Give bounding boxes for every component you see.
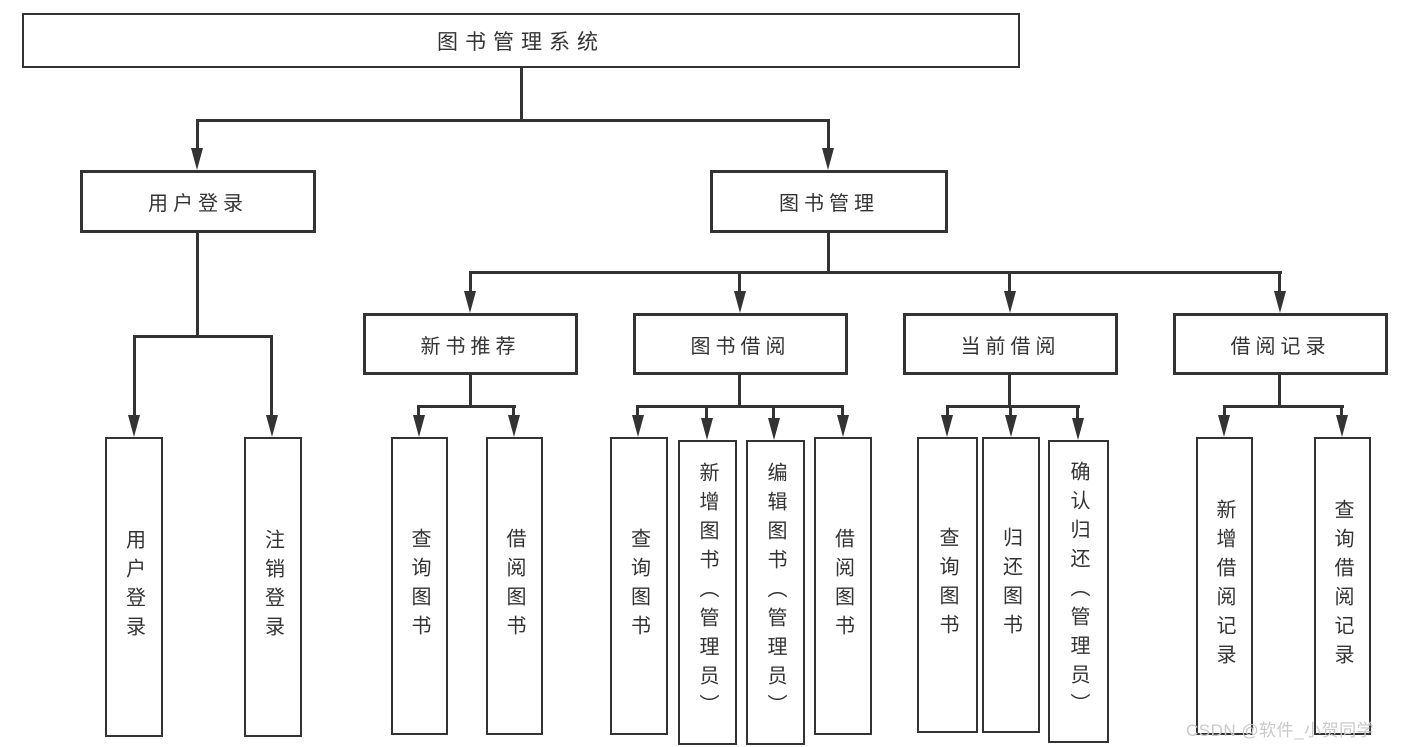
connector-line <box>469 271 1282 274</box>
connector-line <box>772 405 775 418</box>
node-leaf-cb-query-books: 查询图书 <box>917 437 978 733</box>
connector-line <box>469 375 472 407</box>
connector-line <box>196 119 830 122</box>
arrowhead-down-icon <box>1072 418 1084 440</box>
connector-line <box>133 335 273 338</box>
connector-line <box>946 405 949 418</box>
node-leaf-br-query-record: 查询借阅记录 <box>1314 437 1371 735</box>
connector-line <box>133 335 136 418</box>
connector-line <box>946 405 1080 408</box>
node-leaf-user-login-label: 用户登录 <box>122 529 145 645</box>
arrowhead-down-icon <box>1218 415 1230 437</box>
node-leaf-logout: 注销登录 <box>244 437 302 737</box>
arrowhead-down-icon <box>464 291 476 313</box>
connector-line <box>417 405 420 418</box>
node-new-book-recommend-label: 新书推荐 <box>420 335 521 358</box>
watermark-text: CSDN @软件_小贺同学 <box>1186 721 1375 740</box>
connector-line <box>196 119 199 151</box>
node-leaf-rec-borrow-books: 借阅图书 <box>486 437 543 735</box>
node-new-book-recommend: 新书推荐 <box>363 313 578 375</box>
node-book-management: 图书管理 <box>710 170 948 233</box>
arrowhead-down-icon <box>701 418 713 440</box>
connector-line <box>512 405 515 418</box>
node-leaf-bb-borrow-books-label: 借阅图书 <box>831 528 854 644</box>
node-borrow-records: 借阅记录 <box>1173 313 1388 375</box>
connector-line <box>1223 405 1226 418</box>
connector-line <box>1223 405 1344 408</box>
node-user-login: 用户登录 <box>80 170 316 233</box>
node-leaf-cb-query-books-label: 查询图书 <box>936 527 958 643</box>
connector-line <box>705 405 708 418</box>
node-leaf-cb-confirm-return: 确认归还（管理员） <box>1048 440 1109 743</box>
connector-line <box>841 405 844 418</box>
node-leaf-br-add-record: 新增借阅记录 <box>1196 437 1253 735</box>
node-current-borrow-label: 当前借阅 <box>960 335 1061 358</box>
arrowhead-down-icon <box>1005 415 1017 437</box>
node-leaf-br-query-record-label: 查询借阅记录 <box>1331 499 1353 673</box>
node-user-login-label: 用户登录 <box>148 193 248 215</box>
connector-line <box>1009 405 1012 418</box>
node-book-borrow: 图书借阅 <box>633 313 848 375</box>
arrowhead-down-icon <box>1336 415 1348 437</box>
arrowhead-down-icon <box>413 415 425 437</box>
node-leaf-bb-add-books-label: 新增图书（管理员） <box>696 462 718 723</box>
node-leaf-bb-edit-books-label: 编辑图书（管理员） <box>764 462 786 723</box>
connector-line <box>738 375 741 407</box>
connector-line <box>1278 271 1281 294</box>
node-leaf-cb-return-books-label: 归还图书 <box>999 527 1022 643</box>
arrowhead-down-icon <box>266 415 278 437</box>
node-root: 图书管理系统 <box>22 13 1020 68</box>
arrowhead-down-icon <box>1004 291 1016 313</box>
connector-line <box>1008 271 1011 294</box>
node-current-borrow: 当前借阅 <box>903 313 1118 375</box>
connector-line <box>417 405 516 408</box>
node-leaf-rec-borrow-books-label: 借阅图书 <box>503 528 525 644</box>
connector-line <box>270 335 273 418</box>
connector-line <box>1278 375 1281 407</box>
arrowhead-down-icon <box>768 418 780 440</box>
connector-line <box>469 271 472 294</box>
arrowhead-down-icon <box>734 291 746 313</box>
node-leaf-bb-borrow-books: 借阅图书 <box>814 437 872 735</box>
connector-line <box>827 119 830 151</box>
connector-line <box>1008 375 1011 407</box>
connector-line <box>1340 405 1343 418</box>
node-leaf-logout-label: 注销登录 <box>261 529 284 645</box>
node-leaf-rec-query-books-label: 查询图书 <box>408 528 430 644</box>
node-leaf-bb-add-books: 新增图书（管理员） <box>678 440 737 745</box>
arrowhead-down-icon <box>191 148 203 170</box>
connector-line <box>636 405 844 408</box>
connector-line <box>827 233 830 274</box>
arrowhead-down-icon <box>1274 291 1286 313</box>
node-leaf-cb-return-books: 归还图书 <box>982 437 1040 733</box>
node-root-label: 图书管理系统 <box>437 30 605 54</box>
arrowhead-down-icon <box>508 415 520 437</box>
node-leaf-bb-query-books-label: 查询图书 <box>627 528 650 644</box>
node-book-management-label: 图书管理 <box>779 193 879 215</box>
arrowhead-down-icon <box>941 415 953 437</box>
node-borrow-records-label: 借阅记录 <box>1230 335 1331 358</box>
node-leaf-bb-query-books: 查询图书 <box>610 437 668 735</box>
connector-line <box>636 405 639 418</box>
node-leaf-user-login: 用户登录 <box>105 437 163 737</box>
node-leaf-bb-edit-books: 编辑图书（管理员） <box>746 440 805 745</box>
node-leaf-rec-query-books: 查询图书 <box>391 437 448 735</box>
node-leaf-br-add-record-label: 新增借阅记录 <box>1213 499 1235 673</box>
connector-line <box>1076 405 1079 418</box>
connector-line <box>520 68 523 121</box>
connector-line <box>196 233 199 338</box>
arrowhead-down-icon <box>822 148 834 170</box>
node-book-borrow-label: 图书借阅 <box>690 335 791 358</box>
node-leaf-cb-confirm-return-label: 确认归还（管理员） <box>1067 461 1089 722</box>
arrowhead-down-icon <box>837 415 849 437</box>
connector-line <box>738 271 741 294</box>
arrowhead-down-icon <box>128 415 140 437</box>
arrowhead-down-icon <box>632 415 644 437</box>
